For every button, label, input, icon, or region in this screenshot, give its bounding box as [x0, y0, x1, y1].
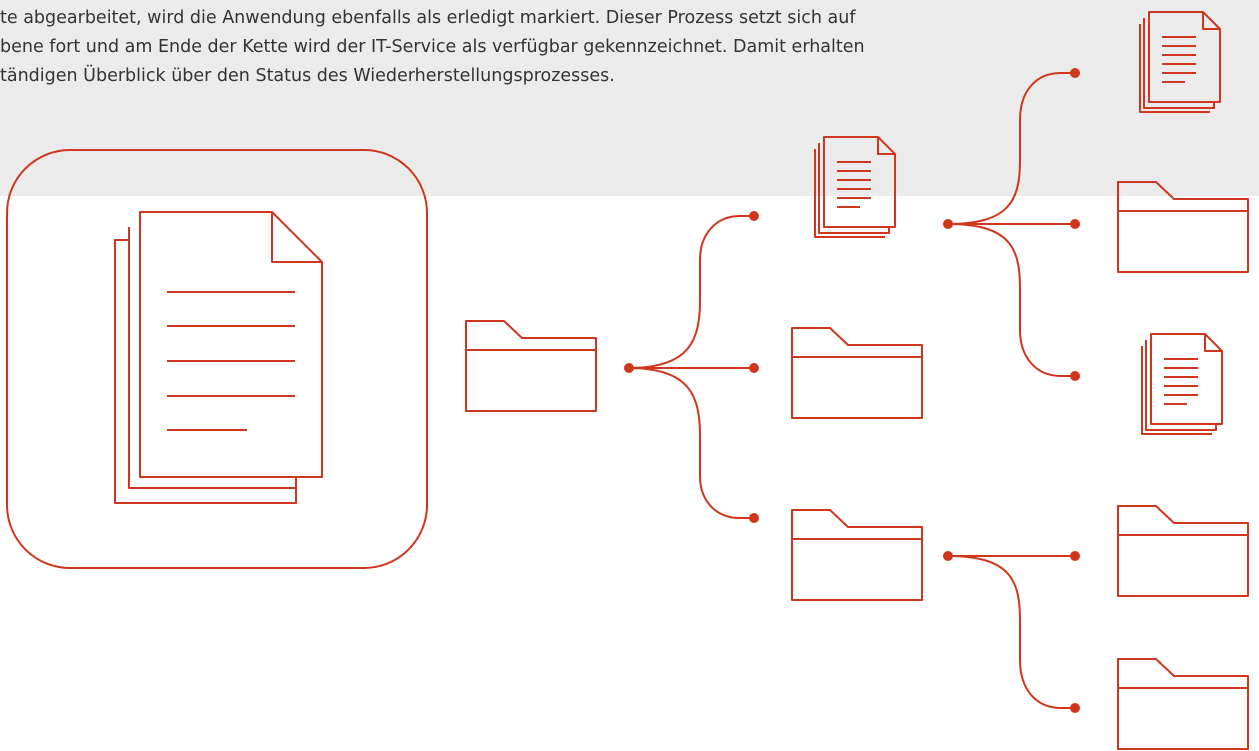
- branch-connector: [943, 68, 1080, 381]
- folder-icon: [791, 509, 923, 601]
- folder-icon: [791, 327, 923, 419]
- root-document-card: [6, 149, 428, 569]
- document-icon: [114, 211, 323, 504]
- folder-icon: [1117, 505, 1249, 597]
- intro-text: te abgearbeitet, wird die Anwendung eben…: [0, 4, 1100, 91]
- branch-connector: [943, 551, 1080, 713]
- document-icon: [1139, 11, 1221, 113]
- folder-icon: [465, 320, 597, 412]
- intro-background: [0, 0, 1259, 196]
- folder-icon: [1117, 658, 1249, 750]
- intro-line-1: te abgearbeitet, wird die Anwendung eben…: [0, 8, 856, 28]
- intro-line-2: bene fort und am Ende der Kette wird der…: [0, 37, 865, 57]
- document-icon: [1141, 333, 1223, 435]
- intro-line-3: tändigen Überblick über den Status des W…: [0, 66, 615, 86]
- branch-connector: [624, 211, 759, 523]
- document-icon: [814, 136, 896, 238]
- folder-icon: [1117, 181, 1249, 273]
